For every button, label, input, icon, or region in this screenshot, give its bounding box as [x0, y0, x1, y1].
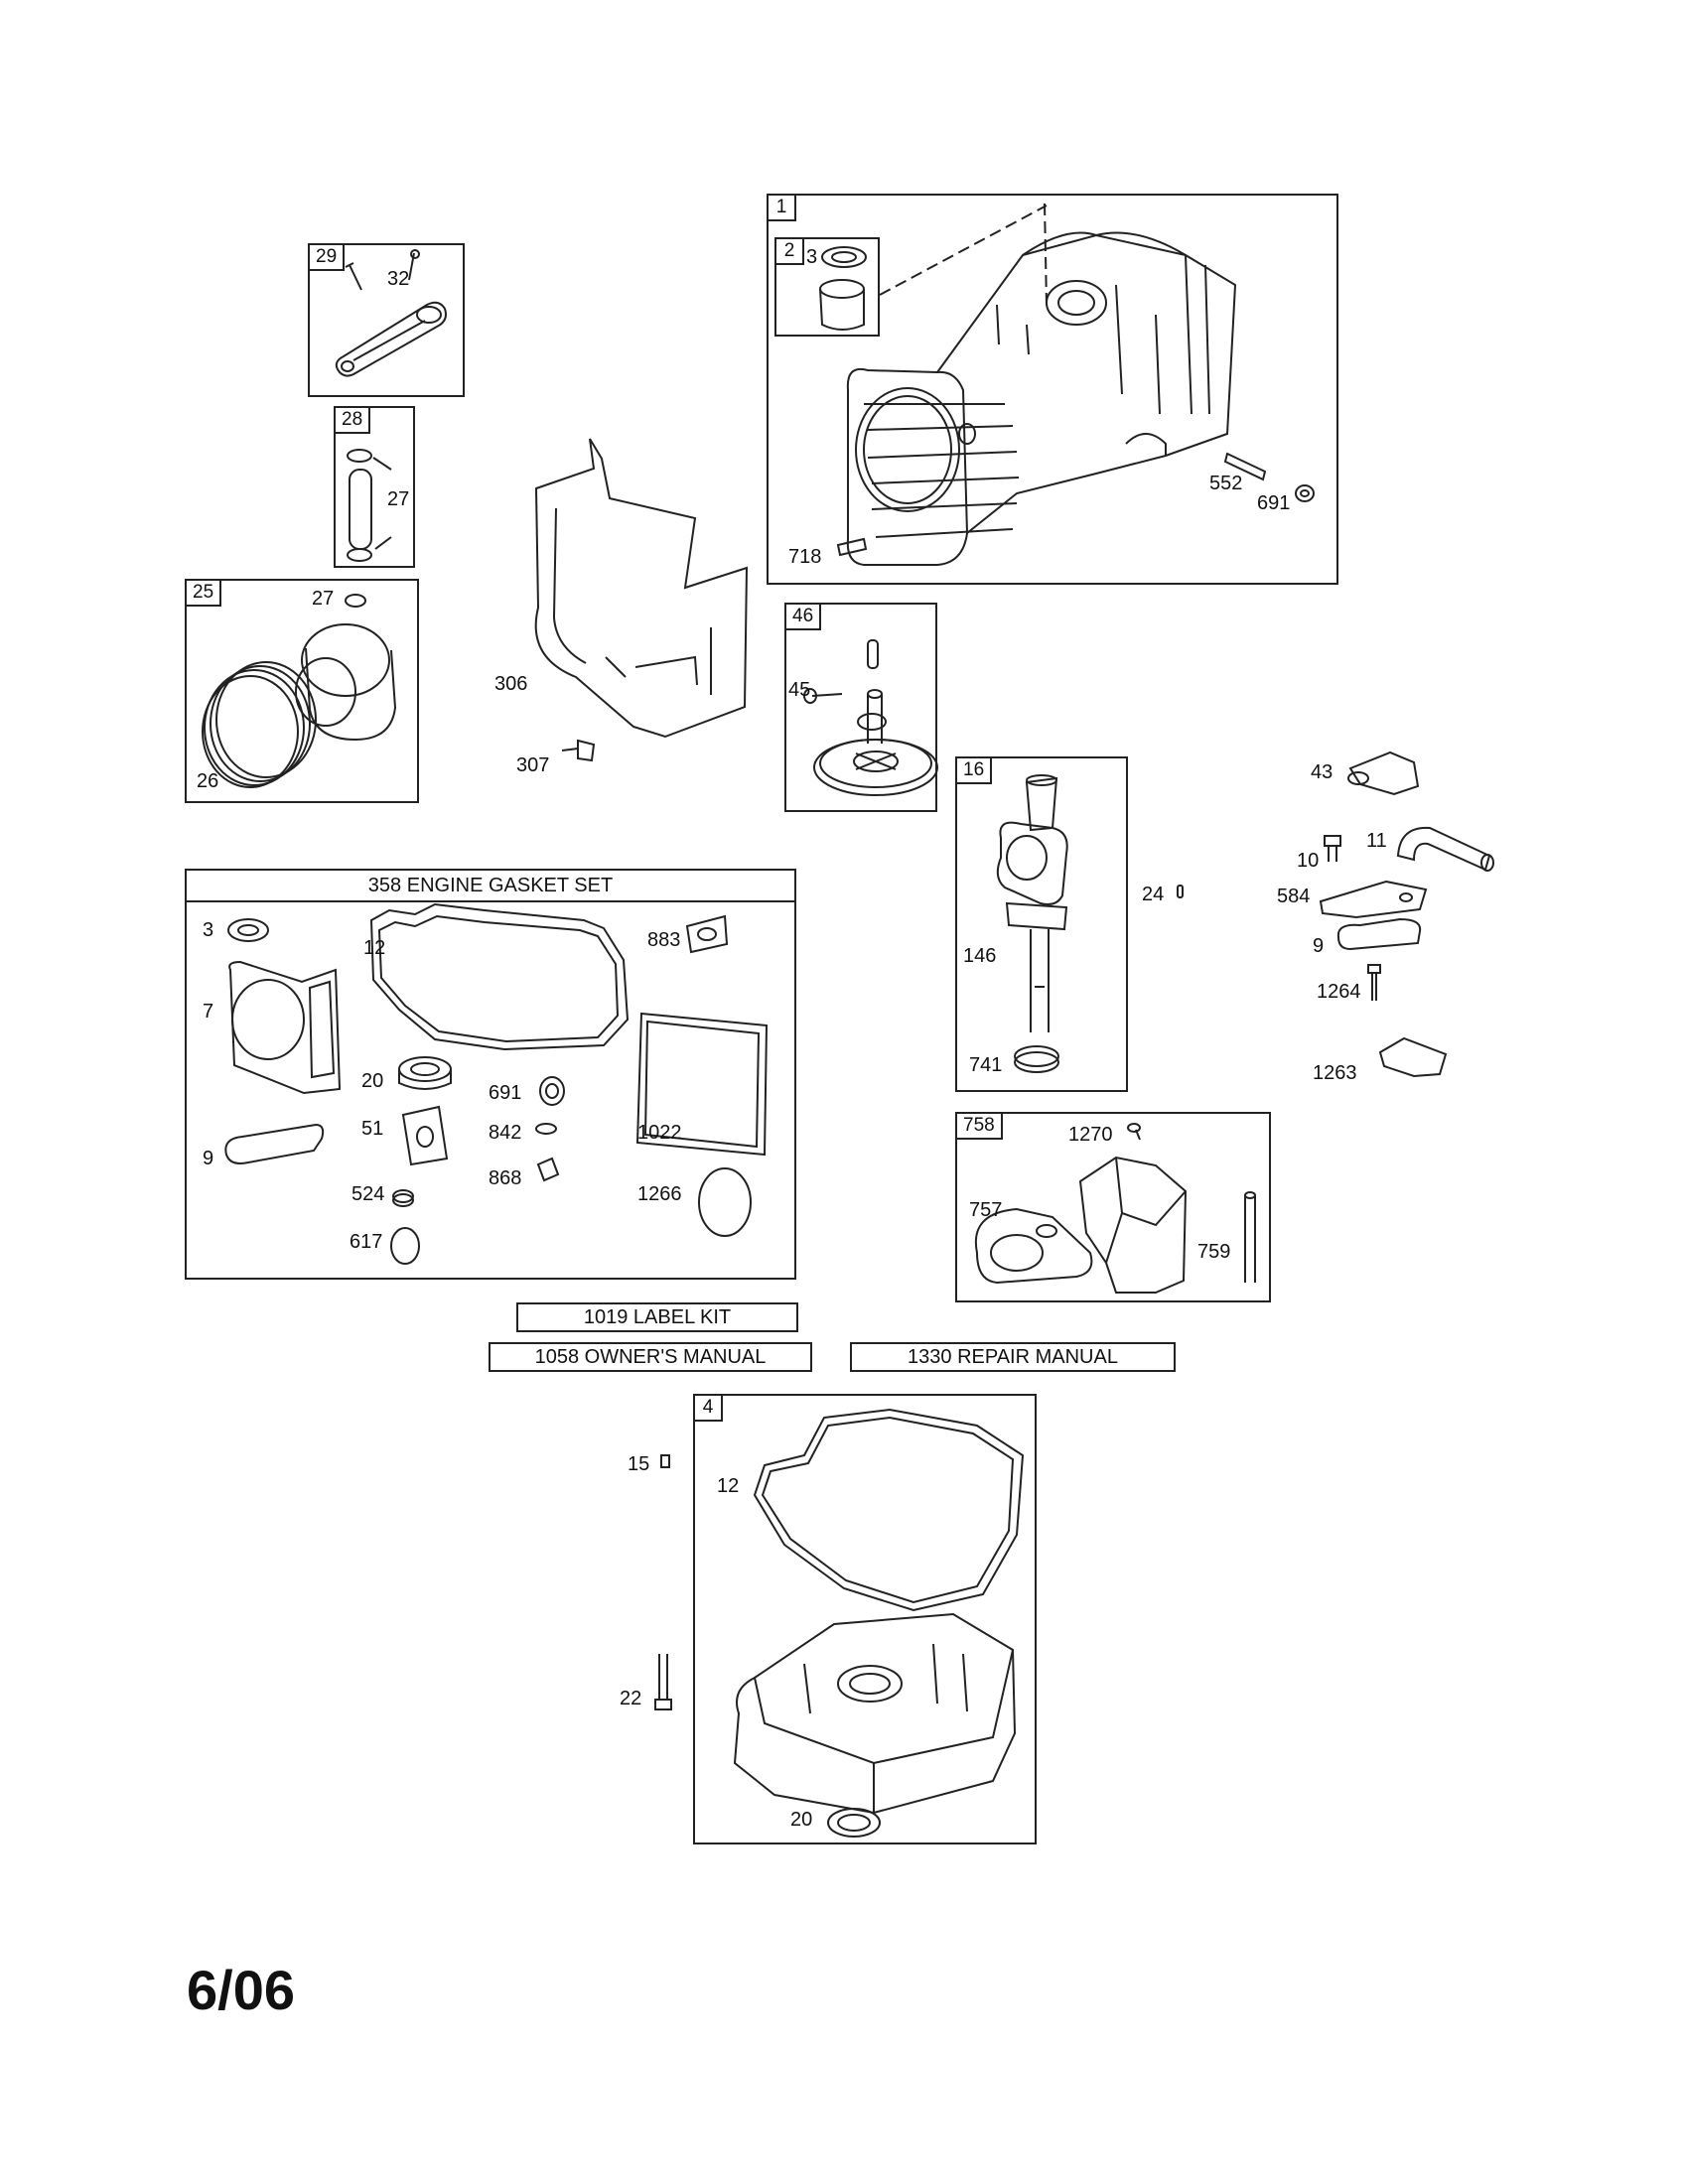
callout-tag: 2 — [774, 237, 804, 265]
gasket-callout-883: 883 — [647, 929, 681, 951]
camshaft-box: 46 — [784, 603, 937, 812]
gasket-callout-842: 842 — [489, 1122, 522, 1144]
gasket-callout-524: 524 — [351, 1183, 385, 1205]
governor-illustration — [957, 1114, 1273, 1304]
gasket-callout-3: 3 — [203, 919, 214, 941]
callout-1264: 1264 — [1317, 981, 1361, 1003]
piston-box: 25 — [185, 579, 419, 803]
gasket-callout-51: 51 — [361, 1118, 384, 1140]
callout-307: 307 — [516, 754, 550, 776]
callout-718: 718 — [788, 546, 822, 568]
gasket-callout-868: 868 — [489, 1167, 522, 1189]
callout-45: 45 — [788, 679, 811, 701]
cylinder-block-illustration — [769, 196, 1340, 587]
camshaft-illustration — [786, 605, 939, 814]
gasket-callout-1266: 1266 — [637, 1183, 682, 1205]
callout-27-pin: 27 — [387, 488, 410, 510]
callout-584: 584 — [1277, 886, 1311, 907]
callout-10: 10 — [1297, 850, 1320, 872]
gasket-callout-617: 617 — [350, 1231, 383, 1253]
engine-gasket-set-box: 358 ENGINE GASKET SET — [185, 869, 796, 1280]
gasket-callout-7: 7 — [203, 1001, 214, 1023]
gasket-set-illustration — [187, 871, 798, 1282]
callout-tag: 25 — [185, 579, 222, 607]
callout-9-breather: 9 — [1313, 935, 1325, 957]
breather-gasket-illustration — [1331, 913, 1430, 953]
callout-759: 759 — [1197, 1241, 1231, 1263]
bearing-box: 2 — [774, 237, 880, 337]
callout-306: 306 — [494, 673, 528, 695]
gasket-callout-691: 691 — [489, 1082, 522, 1104]
piston-pin-box: 28 — [334, 406, 415, 568]
callout-43: 43 — [1311, 761, 1333, 783]
crankshaft-illustration — [957, 758, 1130, 1094]
sump-dowel-icon — [659, 1453, 673, 1473]
callout-tag: 758 — [955, 1112, 1003, 1140]
bearing-seal-illustration — [776, 239, 882, 339]
callout-32: 32 — [387, 268, 410, 290]
callout-146: 146 — [963, 945, 997, 967]
connecting-rod-box: 29 — [308, 243, 465, 397]
piston-pin-illustration — [336, 408, 417, 570]
connecting-rod-illustration — [310, 245, 467, 399]
callout-1263: 1263 — [1313, 1062, 1357, 1084]
label-kit-banner: 1019 LABEL KIT — [516, 1302, 798, 1332]
sump-callout-15: 15 — [628, 1453, 650, 1475]
piston-illustration — [187, 581, 421, 805]
sump-callout-12: 12 — [717, 1475, 740, 1497]
gasket-set-title: 358 ENGINE GASKET SET — [187, 871, 794, 902]
breather-cover-illustration — [1317, 874, 1436, 923]
repair-manual-banner: 1330 REPAIR MANUAL — [850, 1342, 1176, 1372]
crankshaft-box: 16 — [955, 756, 1128, 1092]
callout-552: 552 — [1209, 473, 1243, 494]
callout-3-seal: 3 — [806, 246, 818, 268]
owners-manual-banner: 1058 OWNER'S MANUAL — [489, 1342, 812, 1372]
governor-box: 758 — [955, 1112, 1271, 1302]
gasket-callout-12: 12 — [363, 937, 386, 959]
breather-screw-illustration — [1364, 961, 1384, 1011]
callout-tag: 16 — [955, 756, 993, 784]
callout-tag: 1 — [767, 194, 796, 221]
callout-24: 24 — [1142, 884, 1165, 905]
callout-26: 26 — [197, 770, 219, 792]
callout-27-piston: 27 — [312, 588, 335, 610]
gasket-callout-9: 9 — [203, 1148, 214, 1169]
revision-date: 6/06 — [187, 1959, 295, 2021]
sump-bolt-illustration — [651, 1650, 675, 1719]
callout-1270: 1270 — [1068, 1124, 1113, 1146]
shroud-screw-illustration — [558, 737, 598, 766]
callout-tag: 29 — [308, 243, 346, 271]
cylinder-shroud-illustration — [516, 429, 755, 766]
callout-tag: 28 — [334, 406, 371, 434]
callout-691-block: 691 — [1257, 492, 1291, 514]
sump-box: 4 — [693, 1394, 1037, 1844]
sump-callout-20: 20 — [790, 1809, 813, 1831]
breather-shield-illustration — [1374, 1032, 1454, 1082]
callout-757: 757 — [969, 1199, 1003, 1221]
breather-bolt-illustration — [1319, 832, 1348, 872]
cylinder-block-box: 1 2 — [767, 194, 1338, 585]
crank-key-icon — [1176, 884, 1186, 901]
gasket-callout-1022: 1022 — [637, 1122, 682, 1144]
callout-tag: 46 — [784, 603, 822, 630]
breather-tube-illustration — [1390, 816, 1499, 876]
gasket-callout-20: 20 — [361, 1070, 384, 1092]
bracket-assembly-illustration — [1331, 743, 1430, 802]
sump-callout-22: 22 — [620, 1688, 642, 1709]
callout-741: 741 — [969, 1054, 1003, 1076]
callout-11: 11 — [1366, 830, 1387, 852]
callout-tag: 4 — [693, 1394, 723, 1422]
sump-illustration — [695, 1396, 1039, 1846]
